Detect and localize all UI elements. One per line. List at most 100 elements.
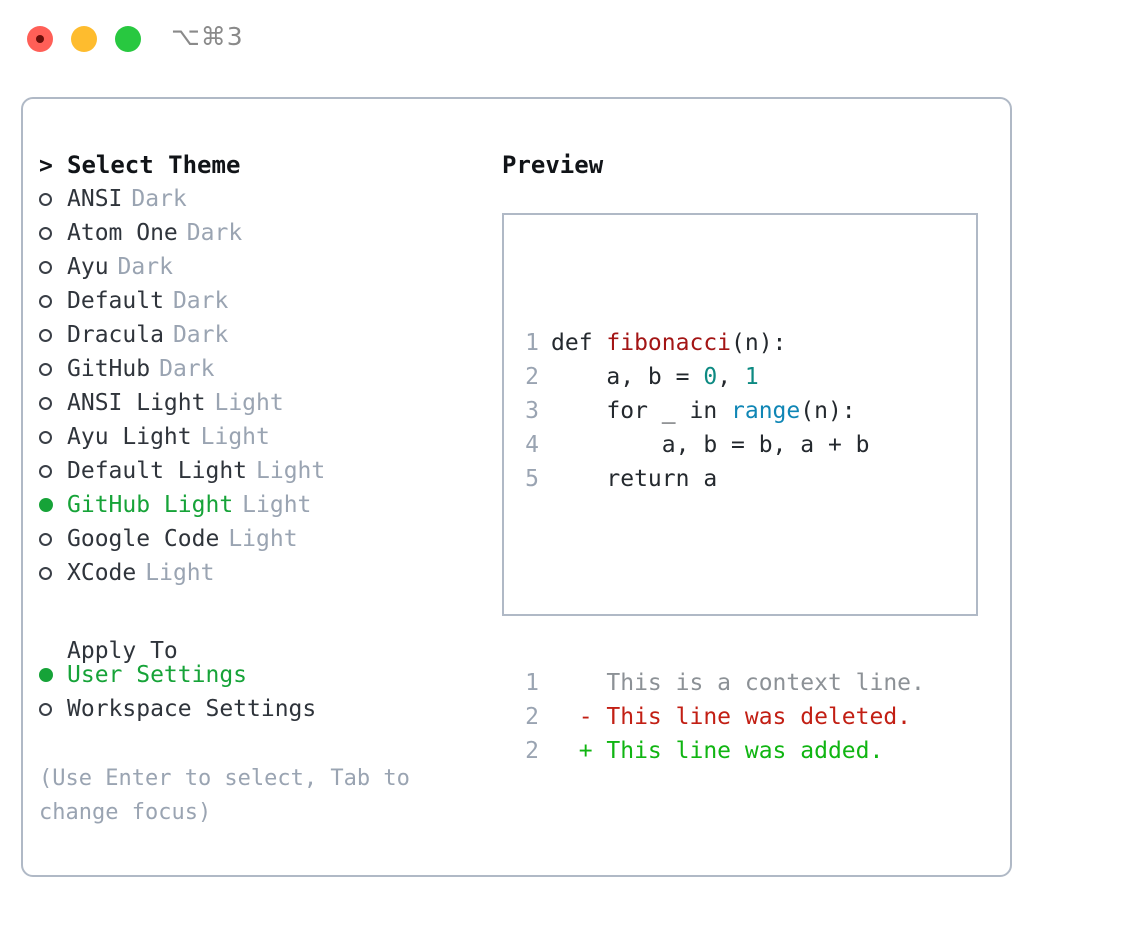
line-number: 3 xyxy=(525,398,539,424)
theme-option-label: Google Code xyxy=(67,526,220,552)
radio-empty-icon xyxy=(39,251,67,285)
theme-option-github[interactable]: GitHub Dark xyxy=(39,352,479,386)
code-token-fn: fibonacci xyxy=(606,330,732,356)
theme-option-label: GitHub Light xyxy=(67,492,234,518)
theme-option-label: Dracula xyxy=(67,322,164,348)
code-line: 2 a, b = 0, 1 xyxy=(525,360,925,394)
code-token-plain: return a xyxy=(606,466,718,492)
theme-option-variant: Light xyxy=(242,492,312,518)
line-number: 5 xyxy=(525,466,539,492)
code-blank-line xyxy=(525,564,925,598)
code-line: 5 return a xyxy=(525,462,925,496)
radio-empty-icon xyxy=(39,217,67,251)
theme-option-ansi[interactable]: ANSI Dark xyxy=(39,182,479,216)
diff-text: This line was added. xyxy=(606,738,884,764)
diff-text: This line was deleted. xyxy=(606,704,912,730)
caret-icon: > xyxy=(39,153,53,179)
theme-option-label: Default Light xyxy=(67,458,248,484)
theme-option-label: ANSI xyxy=(67,186,123,212)
theme-option-variant: Light xyxy=(256,458,326,484)
code-token-plain: (n): xyxy=(731,330,787,356)
apply-to-option-workspace-settings[interactable]: Workspace Settings xyxy=(39,692,479,726)
keyboard-hint: (Use Enter to select, Tab to change focu… xyxy=(39,766,410,825)
theme-option-variant: Dark xyxy=(117,254,173,280)
code-indent xyxy=(551,398,606,424)
theme-option-label: Ayu xyxy=(67,254,109,280)
diff-line-del: 2 - This line was deleted. xyxy=(525,700,925,734)
apply-to-option-label: Workspace Settings xyxy=(67,696,317,722)
code-indent xyxy=(551,432,662,458)
theme-option-variant: Light xyxy=(145,560,215,586)
code-token-num: 0 xyxy=(703,364,718,390)
theme-list-header: > Select Theme xyxy=(39,148,479,182)
radio-empty-icon xyxy=(39,523,67,557)
theme-option-variant: Dark xyxy=(186,220,243,246)
code-indent xyxy=(551,364,606,390)
apply-to-option-label: User Settings xyxy=(67,662,248,688)
theme-option-default[interactable]: Default Dark xyxy=(39,284,479,318)
code-token-plain: (n): xyxy=(800,398,856,424)
theme-option-default-light[interactable]: Default Light Light xyxy=(39,454,479,488)
theme-option-variant: Light xyxy=(214,390,284,416)
line-number: 4 xyxy=(525,432,539,458)
theme-option-atom-one[interactable]: Atom One Dark xyxy=(39,216,479,250)
radio-empty-icon xyxy=(39,285,67,319)
title-bar: ⌥⌘3 xyxy=(0,0,1140,80)
diff-line-ctx: 1 This is a context line. xyxy=(525,666,925,700)
maximize-button[interactable] xyxy=(115,26,141,52)
window-controls xyxy=(27,26,141,52)
radio-empty-icon xyxy=(39,455,67,489)
theme-option-label: Atom One xyxy=(67,220,178,246)
theme-option-github-light[interactable]: GitHub Light Light xyxy=(39,488,479,522)
radio-selected-icon xyxy=(39,658,67,692)
theme-option-variant: Dark xyxy=(159,356,215,382)
theme-option-variant: Dark xyxy=(172,288,229,314)
list-spacer xyxy=(39,590,479,624)
close-button[interactable] xyxy=(27,26,53,52)
apply-to-marker-slot xyxy=(39,624,67,658)
line-number: 1 xyxy=(525,670,539,696)
theme-option-label: Default xyxy=(67,288,164,314)
code-token-plain: a, b = xyxy=(606,364,704,390)
code-line: 3 for _ in range(n): xyxy=(525,394,925,428)
theme-option-label: ANSI Light xyxy=(67,390,206,416)
code-line: 4 a, b = b, a + b xyxy=(525,428,925,462)
theme-option-ayu[interactable]: Ayu Dark xyxy=(39,250,479,284)
code-token-plain: a, b = b, a + b xyxy=(661,432,870,458)
line-number: 2 xyxy=(525,738,539,764)
radio-empty-icon xyxy=(39,387,67,421)
radio-empty-icon xyxy=(39,693,67,727)
radio-selected-icon xyxy=(39,488,67,522)
apply-to-option-user-settings[interactable]: User Settings xyxy=(39,658,479,692)
line-number: 2 xyxy=(525,704,539,730)
radio-empty-icon xyxy=(39,183,67,217)
code-token-num: 1 xyxy=(744,364,759,390)
theme-option-variant: Dark xyxy=(131,186,187,212)
theme-option-ansi-light[interactable]: ANSI Light Light xyxy=(39,386,479,420)
diff-marker xyxy=(551,670,606,696)
diff-text: This is a context line. xyxy=(606,670,925,696)
theme-option-label: GitHub xyxy=(67,356,151,382)
radio-empty-icon xyxy=(39,353,67,387)
diff-marker: - xyxy=(551,704,607,730)
radio-empty-icon xyxy=(39,421,67,455)
line-number: 1 xyxy=(525,330,539,356)
theme-option-variant: Light xyxy=(200,424,270,450)
code-token-plain: def xyxy=(551,330,607,356)
minimize-button[interactable] xyxy=(71,26,97,52)
line-number: 2 xyxy=(525,364,539,390)
theme-list-title: Select Theme xyxy=(67,151,241,179)
preview-title: Preview xyxy=(502,151,604,179)
apply-to-header: Apply To xyxy=(39,624,479,664)
